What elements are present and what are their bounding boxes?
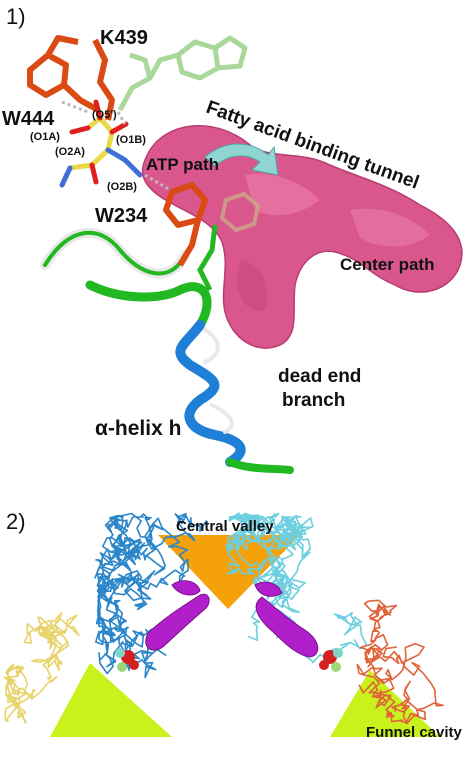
- alpha-helix-ribbon: [40, 227, 294, 474]
- panel-1-number: 1): [6, 4, 26, 29]
- label-w234: W234: [95, 205, 148, 227]
- atp-molecule: [117, 35, 248, 112]
- label-o2b: (O2B): [107, 181, 137, 193]
- w444-side-chain: [27, 35, 100, 113]
- central-valley-wedge: [158, 535, 300, 609]
- panel-2-number: 2): [6, 509, 26, 534]
- w234-side-chain: [163, 182, 208, 267]
- panel-2-illustration: 2) Central valley Funnel cavity: [3, 509, 463, 741]
- green-side-chain: [197, 224, 218, 292]
- label-o2a: (O2A): [55, 146, 85, 158]
- phenyl-ring: [219, 191, 261, 233]
- atp-path-arrow: [204, 143, 279, 176]
- k439-side-chain: [92, 38, 115, 121]
- phosphate-chain: [59, 99, 143, 188]
- label-dead-end-1: dead end: [278, 366, 361, 387]
- label-central-valley: Central valley: [176, 518, 274, 535]
- label-o1a: (O1A): [30, 131, 60, 143]
- hydrogen-bonds: [61, 100, 171, 192]
- label-center-path: Center path: [340, 255, 434, 274]
- label-dead-end-2: branch: [282, 390, 345, 411]
- label-helix: α-helix h: [95, 417, 181, 440]
- panel-2: 2) Central valley Funnel cavity: [0, 505, 472, 771]
- ligand-spheres: [115, 648, 343, 672]
- label-atp-path: ATP path: [146, 155, 219, 174]
- label-funnel-cavity: Funnel cavity: [366, 724, 463, 741]
- label-w444: W444: [2, 108, 55, 130]
- label-o1b: (O1B): [116, 134, 146, 146]
- funnel-cavity-left: [50, 663, 172, 737]
- panel-1-illustration: 1) K439 W444 (O5') (O1A) (O2A) (O1B) (O2…: [2, 4, 463, 474]
- fatty-acid-tunnel-surface: [141, 125, 463, 349]
- panel-1: 1) K439 W444 (O5') (O1A) (O2A) (O1B) (O2…: [2, 4, 463, 474]
- label-k439: K439: [100, 27, 148, 49]
- label-o5: (O5'): [92, 109, 117, 121]
- binding-pockets: [145, 580, 319, 658]
